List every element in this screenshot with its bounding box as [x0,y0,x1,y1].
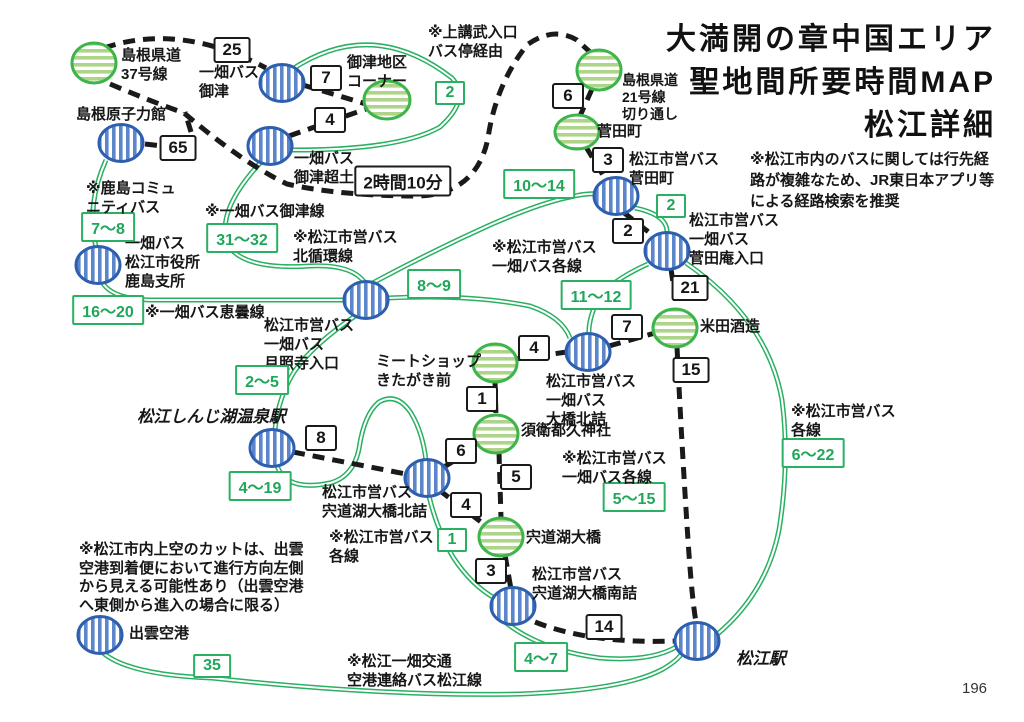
bus-time-box-etomo-line: 16〜20 [72,295,144,325]
node-gesshoji-iriguchi [342,280,390,320]
node-label-shiei-sugatacho: 松江市営バス 菅田町 [629,151,720,187]
walk-time-box-yoneda-matsue: 15 [672,357,710,383]
node-label-mitsu-chiku-corner: 御津地区 コーナー [347,54,408,90]
page-number: 196 [962,680,988,697]
note-kakusen-east: ※松江市営バス 各線 [791,403,896,439]
walk-time-box-minami-matsue: 14 [585,614,623,640]
node-shinjiko-ohashi-minamizume [489,586,537,626]
bus-time-box-mitsu-loop: 2 [435,81,465,105]
walk-route-genshiryokukan-branch-b [182,111,194,133]
note-airport-cut: ※松江市内上空のカットは、出雲 空港到着便において進行方向左側 から見える可能性… [79,541,304,614]
walk-time-box-suetsugu-bridge: 5 [500,464,532,490]
walk-time-box-mitsu-corner: 7 [310,65,342,91]
node-label-sugatan-iriguchi: 松江市営バス 一畑バス 菅田庵入口 [689,212,780,267]
node-shinjiko-ohashi [477,516,525,558]
walk-time-box-sugatacho-shiei: 3 [592,147,624,173]
note-kamikobu: ※上講武入口 バス停経由 [428,24,518,60]
walk-time-box-shinjikokita-suetsugu: 6 [445,438,477,464]
note-kashima-community: ※鹿島コミュ ニティバス [86,180,176,216]
walk-time-box-shinjikokita-bridge: 4 [450,492,482,518]
bus-time-box-sugatan-ohashikita: 11〜12 [560,280,632,310]
node-label-ichibata-mitsu-koedo: 一畑バス 御津超土 [294,150,355,186]
walk-route-koedo-kendo21 [109,31,593,199]
node-label-shinjiko-ohashi-kitazume: 松江市営バス 宍道湖大橋北詰 [322,484,428,520]
node-kashima-shisho [74,245,122,285]
walk-time-box-kendo37-genshiryokukan: 65 [159,135,197,161]
bus-time-box-sugatan-matsue: 6〜22 [781,438,845,468]
walk-time-box-shiei-sugatan: 2 [612,218,644,244]
node-label-shimane-kendo37: 島根県道 37号線 [121,47,182,83]
node-matsue-shinjiko-onsen-eki [248,428,296,468]
node-label-shimane-kendo21: 島根県道 21号線 切り通し [622,72,678,122]
node-izumo-kuko [76,615,124,655]
node-label-sugatacho: 菅田町 [597,123,643,140]
node-shimane-genshiryokukan [97,123,145,163]
walk-route-genshiryokukan-branch-a [144,141,163,149]
walk-time-box-ohashikita-yoneda: 7 [611,314,643,340]
bus-route-gesshoji-ohashikita [388,297,570,338]
node-shimane-kendo37 [70,41,118,85]
bus-time-box-mitsu-line: 31〜32 [206,223,278,253]
bus-time-box-airport: 35 [193,654,231,678]
node-label-suetsugu-jinja: 須衛都久神社 [521,422,612,439]
node-sugatacho [553,113,601,151]
bus-time-box-minami-lines: 5〜15 [602,482,666,512]
node-shinjiko-ohashi-kitazume [403,458,451,498]
node-label-yoneda-shuzo: 米田酒造 [700,318,761,335]
node-meatshop-kitagaki [471,342,519,384]
bus-time-box-gesshoji-onsen: 2〜5 [235,365,289,395]
walk-time-box-sugatan-yoneda: 21 [671,275,709,301]
node-yoneda-shuzo [651,307,699,349]
node-label-matsue-shinjiko-onsen-eki: 松江しんじ湖温泉駅 [137,408,286,426]
walk-time-box-meat-suetsugu: 1 [466,386,498,412]
bus-time-box-gesshoji-sugatacho: 10〜14 [503,169,575,199]
walk-route-kendo21-sugatacho [577,87,595,118]
bus-time-box-gesshoji-ohashikita: 8〜9 [407,269,461,299]
note-kakusen-south: ※松江市営バス 各線 [329,529,434,565]
note-kakusen-center: ※松江市営バス 一畑バス各線 [492,239,597,275]
node-label-izumo-kuko: 出雲空港 [129,625,190,642]
bus-time-box-minami-matsue: 4〜7 [514,642,568,672]
node-ohashi-kitazume [564,332,612,372]
node-label-shinjiko-ohashi: 宍道湖大橋 [526,529,602,546]
bus-time-box-kashima-community: 7〜8 [81,212,135,242]
bus-time-box-sugatacho-sugatan: 2 [656,194,686,218]
note-routing: ※松江市内のバスに関しては行先経 路が複雑なため、JR東日本アプリ等 による経路… [750,151,995,210]
page-title: 大満開の章中国エリア 聖地間所要時間MAP 松江詳細 [666,23,996,142]
node-label-ichibata-mitsu: 一畑バス 御津 [199,64,260,100]
node-suetsugu-jinja [472,413,520,455]
walk-route-suetsugu-bridge [496,451,504,519]
bus-time-box-shinjikokita-minami: 1 [437,528,467,552]
node-shimane-kendo21 [575,48,623,92]
bus-route-onsen-shinjikokita [277,399,426,486]
node-ichibata-mitsu [258,63,306,103]
node-label-kashima-shisho: 一畑バス 松江市役所 鹿島支所 [125,235,201,290]
walk-time-box-onsen-shinjikokita: 8 [305,425,337,451]
walk-time-box-koedo-corner: 4 [314,107,346,133]
node-ichibata-mitsu-koedo [246,126,294,166]
node-matsue-eki [673,621,721,661]
walk-route-sugatacho-shiei [583,145,609,182]
node-label-ohashi-kitazume: 松江市営バス 一畑バス 大橋北詰 [546,373,637,428]
node-shiei-sugatacho [592,176,640,216]
node-mitsu-chiku-corner [362,79,412,121]
node-sugatan-iriguchi [643,231,691,271]
node-label-matsue-eki: 松江駅 [736,650,786,668]
walk-time-box-meat-ohashikita: 4 [518,335,550,361]
walk-time-box-koedo-kendo21: 2時間10分 [354,165,452,197]
note-kitajunkan-line: ※松江市営バス 北循環線 [293,229,398,265]
walk-time-box-kendo21-sugatacho: 6 [552,83,584,109]
note-mitsu-line: ※一畑バス御津線 [205,203,325,220]
node-label-meatshop-kitagaki: ミートショップ きたがき前 [376,353,482,389]
walk-time-box-bridge-minami: 3 [475,558,507,584]
node-label-shimane-genshiryokukan: 島根原子力館 [76,106,167,123]
note-airport-bus: ※松江一畑交通 空港連絡バス松江線 [347,653,483,689]
walk-route-yoneda-matsueeki [674,346,699,623]
node-label-shinjiko-ohashi-minamizume: 松江市営バス 宍道湖大橋南詰 [532,566,638,602]
walk-time-box-kendo37-mitsu: 25 [213,37,251,63]
note-etomo-line: ※一畑バス恵曇線 [145,304,265,321]
note-kakusen-right: ※松江市営バス 一畑バス各線 [562,450,667,486]
bus-time-box-onsen-shinjikokita: 4〜19 [228,471,292,501]
